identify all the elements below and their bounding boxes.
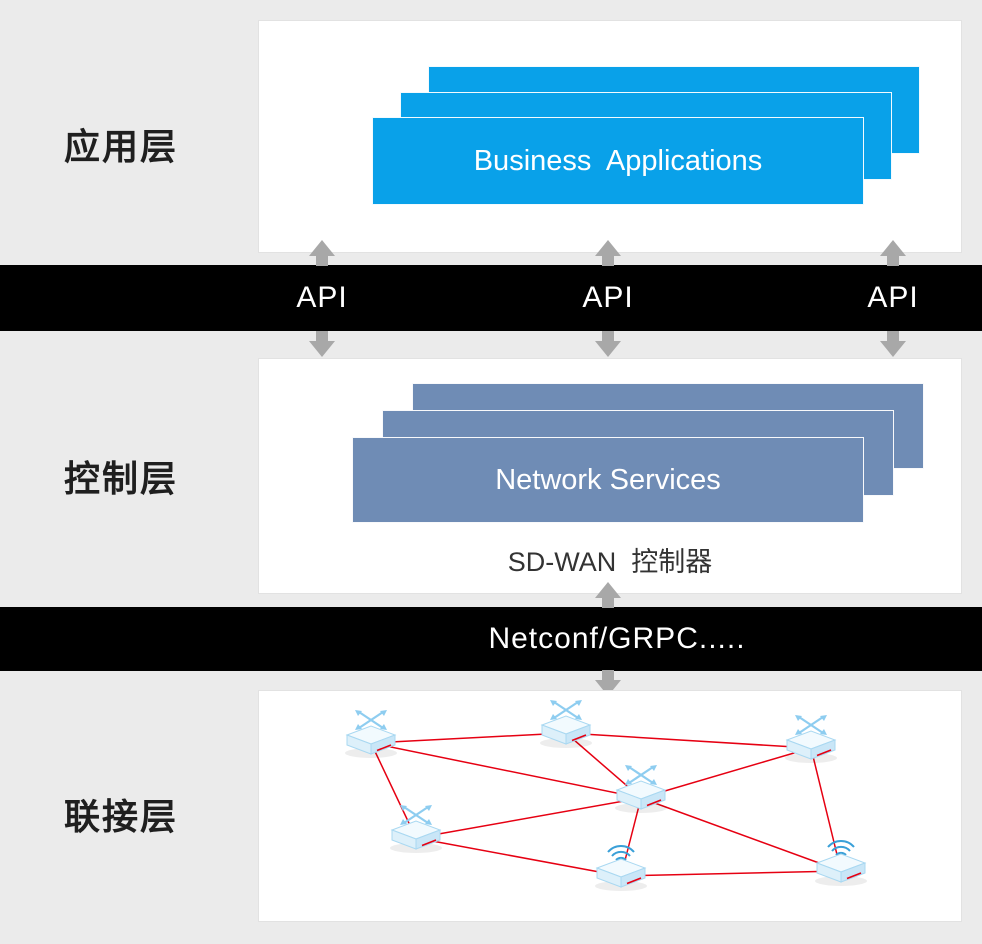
topology-link (640, 797, 842, 872)
api-band: API API API (0, 265, 982, 331)
api-arrow-up-center (595, 240, 621, 266)
southbound-band: Netconf/GRPC..... (0, 607, 982, 671)
router-device-icon (390, 805, 442, 853)
api-label-left: API (296, 281, 348, 314)
southbound-arrow-up (595, 582, 621, 608)
wireless-device-icon (815, 840, 867, 886)
topology-link (620, 870, 842, 877)
application-card-front: Business Applications (372, 117, 864, 205)
api-label-right: API (867, 281, 919, 314)
connection-layer-label: 联接层 (64, 796, 179, 837)
router-device-icon (785, 715, 837, 763)
api-arrow-down-right (880, 331, 906, 357)
netconf-grpc-label: Netconf/GRPC..... (488, 622, 746, 655)
router-device-icon (540, 700, 592, 748)
topology-link (370, 742, 417, 839)
topology-link (640, 747, 812, 799)
application-layer-label: 应用层 (64, 126, 179, 167)
api-label-center: API (582, 281, 634, 314)
topology-link (810, 747, 842, 872)
control-card-front: Network Services (352, 437, 864, 523)
sdwan-controller-label: SD-WAN 控制器 (507, 547, 713, 577)
router-device-icon (345, 710, 397, 758)
topology-link (565, 732, 812, 749)
topology-link (370, 742, 642, 799)
network-services-label: Network Services (495, 463, 721, 496)
api-arrow-up-right (880, 240, 906, 266)
wireless-device-icon (595, 845, 647, 891)
api-arrow-up-left (309, 240, 335, 266)
control-layer-label: 控制层 (64, 458, 179, 499)
topology-link (370, 732, 567, 744)
api-arrow-down-center (595, 331, 621, 357)
topology-link (415, 797, 642, 839)
topology-svg (345, 700, 867, 891)
api-arrow-down-left (309, 331, 335, 357)
connection-layer-panel (258, 690, 962, 922)
topology-link (415, 837, 622, 877)
business-applications-label: Business Applications (473, 144, 763, 177)
router-device-icon (615, 765, 667, 813)
